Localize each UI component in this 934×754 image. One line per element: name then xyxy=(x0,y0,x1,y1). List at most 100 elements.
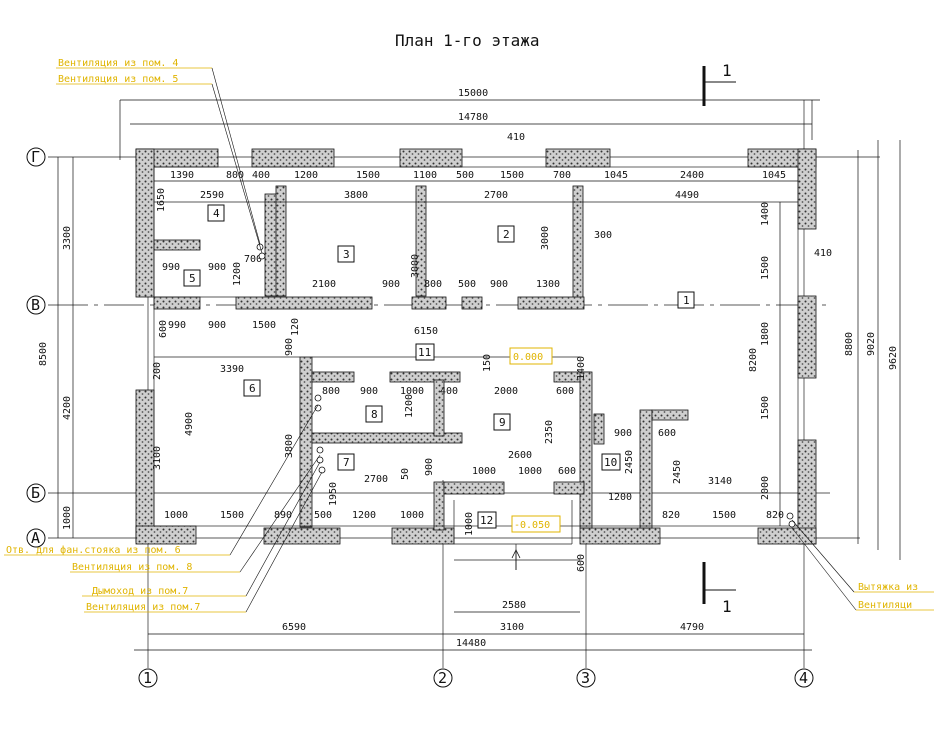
dim-2350: 2350 xyxy=(544,420,555,444)
dim-3100: 3100 xyxy=(152,446,163,470)
drawing-title: План 1-го этажа xyxy=(395,31,540,50)
axis-label-4: 4 xyxy=(799,669,808,687)
dim-1000f: 1000 xyxy=(464,512,475,536)
dim-410b: 410 xyxy=(814,248,832,259)
dim-800b: 800 xyxy=(424,279,442,290)
axis-label-1: 1 xyxy=(143,669,152,687)
dim-3300: 3300 xyxy=(62,226,73,250)
dim-1000e: 1000 xyxy=(400,510,424,521)
wall-lines xyxy=(153,166,799,570)
dim-1200c: 1200 xyxy=(608,492,632,503)
walls xyxy=(135,148,817,545)
room-9: 9 xyxy=(499,416,506,429)
axis-label-3: 3 xyxy=(581,669,590,687)
room-boxes xyxy=(183,204,695,529)
room-10: 10 xyxy=(604,456,617,469)
dim-1045b: 1045 xyxy=(762,170,786,181)
dim-300: 300 xyxy=(594,230,612,241)
dim-2100: 2100 xyxy=(312,279,336,290)
dim-1650: 1650 xyxy=(156,188,167,212)
dim-600: 600 xyxy=(158,320,169,338)
dim-1500c: 1500 xyxy=(252,320,276,331)
dim-1400b: 1400 xyxy=(576,356,587,380)
dim-410: 410 xyxy=(507,132,525,143)
vent-circles xyxy=(256,243,796,528)
dim-400b: 400 xyxy=(440,386,458,397)
dim-1000b: 1000 xyxy=(472,466,496,477)
dim-500c: 500 xyxy=(314,510,332,521)
room-8: 8 xyxy=(371,408,378,421)
dim-600b: 600 xyxy=(556,386,574,397)
dim-900h: 900 xyxy=(424,458,435,476)
dim-700: 700 xyxy=(553,170,571,181)
room-12: 12 xyxy=(480,514,493,527)
dim-1500e: 1500 xyxy=(712,510,736,521)
room-11: 11 xyxy=(418,346,431,359)
entrance-arrow xyxy=(511,549,521,570)
axis-label-v: В xyxy=(31,296,40,314)
room-2: 2 xyxy=(503,228,510,241)
dim-1200b: 1200 xyxy=(232,262,243,286)
dim-3000b: 3000 xyxy=(540,226,551,250)
dim-6590: 6590 xyxy=(282,622,306,633)
dim-2450b: 2450 xyxy=(672,460,683,484)
dim-6150: 6150 xyxy=(414,326,438,337)
dim-1000d: 1000 xyxy=(164,510,188,521)
level-box-porch xyxy=(511,515,561,533)
note-vent-7: Вентиляция из пом.7 xyxy=(86,602,200,613)
dim-9620: 9620 xyxy=(888,346,899,370)
axis-label-b: Б xyxy=(31,484,40,502)
dim-1390: 1390 xyxy=(170,170,194,181)
dim-3390: 3390 xyxy=(220,364,244,375)
section-mark-bottom xyxy=(702,562,736,604)
dim-1500-r: 1500 xyxy=(760,256,771,280)
dim-600c: 600 xyxy=(658,428,676,439)
dim-4790: 4790 xyxy=(680,622,704,633)
dim-800: 800 xyxy=(226,170,244,181)
dim-2450: 2450 xyxy=(624,450,635,474)
dim-15000: 15000 xyxy=(458,88,488,99)
dim-900c: 900 xyxy=(490,279,508,290)
level-box-main xyxy=(509,347,553,365)
dim-800c: 800 xyxy=(322,386,340,397)
dim-120: 120 xyxy=(290,318,301,336)
dim-8500: 8500 xyxy=(38,342,49,366)
note-fan-riser: Отв. для фан.стояка из пом. 6 xyxy=(6,544,181,556)
dim-1500-r2: 1500 xyxy=(760,396,771,420)
dim-2590: 2590 xyxy=(200,190,224,201)
dim-1000: 1000 xyxy=(400,386,424,397)
dim-1500b: 1500 xyxy=(500,170,524,181)
note-vent-8: Вентиляция из пом. 8 xyxy=(72,562,192,573)
dim-2700: 2700 xyxy=(484,190,508,201)
dim-900b: 900 xyxy=(382,279,400,290)
axis-label-2: 2 xyxy=(438,669,447,687)
dim-2580: 2580 xyxy=(502,600,526,611)
dim-4900: 4900 xyxy=(184,412,195,436)
dim-900g: 900 xyxy=(614,428,632,439)
dim-1045: 1045 xyxy=(604,170,628,181)
dim-900d: 900 xyxy=(208,320,226,331)
dim-820: 820 xyxy=(662,510,680,521)
dim-3800: 3800 xyxy=(344,190,368,201)
dim-1500d: 1500 xyxy=(220,510,244,521)
dim-150: 150 xyxy=(482,354,493,372)
level-main: 0.000 xyxy=(513,352,543,363)
dim-990: 990 xyxy=(162,262,180,273)
axis-label-g: Г xyxy=(31,148,40,166)
dim-50: 50 xyxy=(400,468,411,480)
dim-2700b: 2700 xyxy=(364,474,388,485)
axis-label-a: А xyxy=(31,529,40,547)
dim-4490: 4490 xyxy=(675,190,699,201)
dim-2000: 2000 xyxy=(494,386,518,397)
dim-3100b: 3100 xyxy=(500,622,524,633)
dim-14480: 14480 xyxy=(456,638,486,649)
dim-900f: 900 xyxy=(360,386,378,397)
dim-890: 890 xyxy=(274,510,292,521)
axis-lines xyxy=(48,100,880,668)
dim-200: 200 xyxy=(152,362,163,380)
axis-bubbles xyxy=(26,147,814,688)
section-mark-top xyxy=(702,66,736,106)
leader-lines xyxy=(4,67,934,613)
dim-1000c: 1000 xyxy=(518,466,542,477)
